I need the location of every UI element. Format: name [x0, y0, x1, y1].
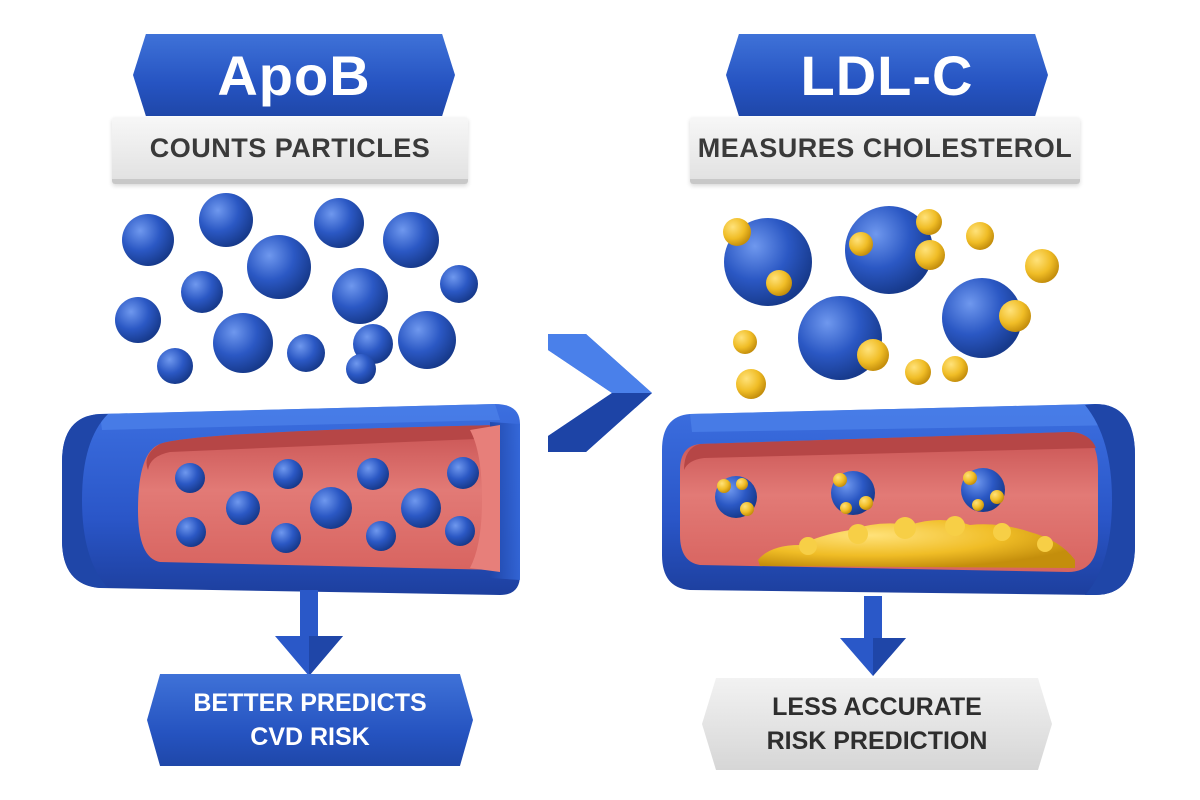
apob-particle [314, 198, 364, 248]
apob-particle [213, 313, 273, 373]
ldlc-title: LDL-C [726, 34, 1048, 116]
apob-particle [346, 354, 376, 384]
apob-particle [357, 458, 389, 490]
apob-particle [366, 521, 396, 551]
ldlc-subtitle: MEASURES CHOLESTEROL [690, 117, 1080, 184]
greater-than-symbol: > [0, 0, 652, 452]
arrow-down-right [840, 596, 906, 676]
ldlc-subtitle-text: MEASURES CHOLESTEROL [697, 132, 1073, 163]
apob-particle [273, 459, 303, 489]
cholesterol-droplet [1025, 249, 1059, 283]
cholesterol-droplet [942, 356, 968, 382]
arrow-down-left [275, 590, 343, 676]
artery-apob [62, 404, 520, 595]
apob-result-line1: BETTER PREDICTS [193, 689, 427, 717]
ldlc-title-text: LDL-C [800, 43, 974, 107]
apob-particle [271, 523, 301, 553]
apob-particle [157, 348, 193, 384]
ldl-particle [845, 206, 933, 294]
apob-particle [447, 457, 479, 489]
apob-particle [247, 235, 311, 299]
cholesterol-droplet [723, 218, 751, 246]
apob-particle [383, 212, 439, 268]
cholesterol-droplet [966, 222, 994, 250]
apob-particle [176, 517, 206, 547]
ldl-particle [942, 278, 1022, 358]
apob-result-line2: CVD RISK [250, 723, 370, 751]
apob-particle [401, 488, 441, 528]
apob-particle [199, 193, 253, 247]
ldlc-result-line1: LESS ACCURATE [772, 693, 982, 721]
apob-particle [175, 463, 205, 493]
cholesterol-droplet [736, 369, 766, 399]
apob-result-box: BETTER PREDICTS CVD RISK [147, 674, 473, 766]
cholesterol-droplet [849, 232, 873, 256]
ldlc-result-box: LESS ACCURATE RISK PREDICTION [702, 678, 1052, 770]
comparison-symbol-text: > [0, 0, 1, 1]
apob-particle [310, 487, 352, 529]
cholesterol-droplet [766, 270, 792, 296]
artery-ldlc [662, 404, 1135, 595]
apob-particle [287, 334, 325, 372]
ldl-particle-cloud [723, 206, 1059, 399]
apob-particle [353, 324, 393, 364]
apob-particle [115, 297, 161, 343]
cholesterol-droplet [733, 330, 757, 354]
apob-particle [440, 265, 478, 303]
cholesterol-droplet [916, 209, 942, 235]
apob-particle [181, 271, 223, 313]
apob-particle [332, 268, 388, 324]
cholesterol-droplet [915, 240, 945, 270]
apob-subtitle-text: COUNTS PARTICLES [149, 132, 431, 163]
apob-particle [445, 516, 475, 546]
apob-title-text: ApoB [217, 43, 371, 107]
cholesterol-droplet [999, 300, 1031, 332]
apob-title: ApoB [133, 34, 455, 116]
cholesterol-droplet [905, 359, 931, 385]
apob-particle [398, 311, 456, 369]
apob-particle [226, 491, 260, 525]
cholesterol-droplet [857, 339, 889, 371]
apob-subtitle: COUNTS PARTICLES [112, 117, 468, 184]
apob-particle-cloud [115, 193, 478, 384]
ldlc-result-line2: RISK PREDICTION [766, 727, 988, 755]
apob-particle [122, 214, 174, 266]
